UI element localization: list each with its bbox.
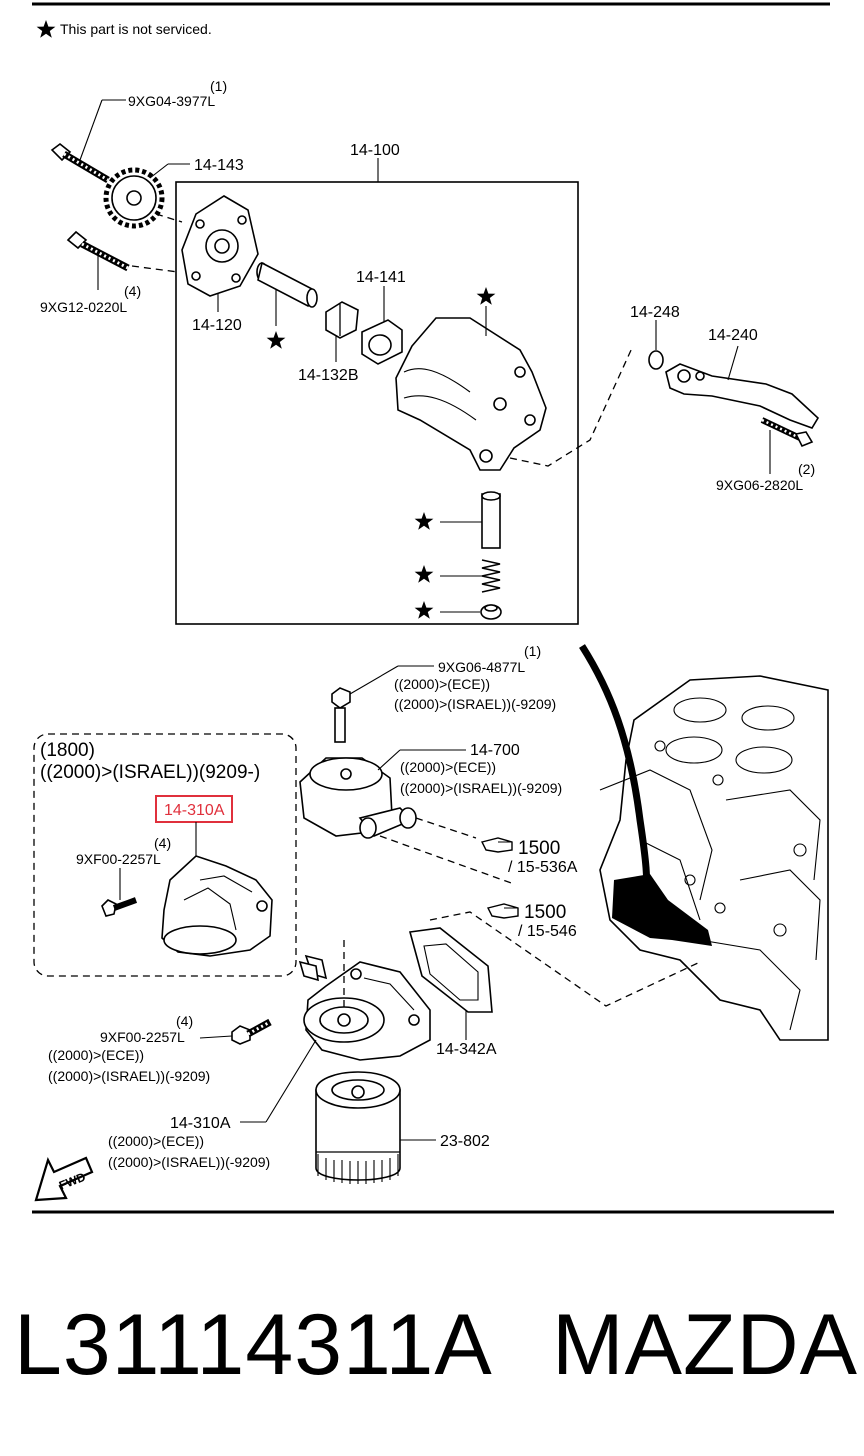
bracket-symbol	[298, 954, 328, 982]
inset-bolt-qty: (4)	[154, 835, 171, 851]
cooler-label: 14-700	[470, 742, 520, 759]
bolt-d-label: 9XG06-4877L	[438, 659, 525, 675]
ref2-sub: / 15-546	[518, 923, 577, 940]
ref2-label: 1500	[524, 902, 566, 923]
brand-name: MAZDA	[552, 1297, 858, 1393]
relief-plunger	[481, 491, 501, 549]
bolt-9xg12	[66, 230, 130, 272]
inset-part-label: 14-310A	[164, 802, 225, 819]
star-icon	[266, 331, 286, 349]
cover-label: 14-120	[192, 317, 242, 334]
rotor	[361, 319, 403, 365]
bolt-9xg04	[50, 142, 110, 184]
oil-filter	[315, 1071, 401, 1184]
pickup-label: 14-240	[708, 327, 758, 344]
footer: L31114311A MAZDA	[0, 1290, 864, 1400]
not-serviced-note: This part is not serviced.	[60, 21, 212, 37]
bolt-d-cond2: ((2000)>(ISRAEL))(-9209)	[394, 696, 556, 712]
body-label: 14-310A	[170, 1115, 231, 1132]
washer-label: 14-248	[630, 304, 680, 321]
bolt-d-cond1: ((2000)>(ECE))	[394, 676, 490, 692]
engine-block	[599, 675, 829, 1041]
oil-cooler	[299, 757, 417, 839]
relief-plug	[480, 604, 502, 620]
cooler-cond1: ((2000)>(ECE))	[400, 759, 496, 775]
body-cond2: ((2000)>(ISRAEL))(-9209)	[108, 1154, 270, 1170]
body-cond1: ((2000)>(ECE))	[108, 1133, 204, 1149]
inset-filter-body	[161, 855, 273, 957]
relief-spring	[481, 559, 501, 593]
sprocket-label: 14-143	[194, 157, 244, 174]
bolt-9xg06-2820	[760, 417, 814, 448]
rotor-label: 14-141	[356, 269, 406, 286]
pointing-hand-icon	[486, 903, 519, 919]
bolt-c-label: 9XG06-2820L	[716, 477, 803, 493]
washer	[648, 350, 664, 370]
bolt-e-cond1: ((2000)>(ECE))	[48, 1047, 144, 1063]
gasket	[408, 927, 493, 1013]
star-icon	[476, 287, 496, 305]
bolt-b-qty: (4)	[124, 283, 141, 299]
bolt-e-qty: (4)	[176, 1013, 193, 1029]
variant-inset-box	[33, 733, 297, 977]
bolt-9xf00-2257	[231, 1018, 272, 1045]
bolt-d-qty: (1)	[524, 643, 541, 659]
part-number: L31114311A	[14, 1297, 493, 1393]
filter-label: 23-802	[440, 1133, 490, 1150]
star-icon	[36, 20, 56, 38]
pump-assy-box	[175, 181, 579, 625]
oil-filter-body	[303, 961, 431, 1061]
ref1-label: 1500	[518, 838, 560, 859]
pointing-hand-icon	[480, 837, 513, 853]
bolt-9xg06-4877	[331, 687, 351, 743]
ref1-sub: / 15-536A	[508, 859, 578, 876]
drive-key	[325, 301, 359, 339]
pump-assy-label: 14-100	[350, 142, 400, 159]
bolt-c-qty: (2)	[798, 461, 815, 477]
bolt-a-label: 9XG04-3977L	[128, 93, 215, 109]
gasket-label: 14-342A	[436, 1041, 497, 1058]
pump-cover	[181, 195, 259, 297]
key-label: 14-132B	[298, 367, 359, 384]
bolt-a-qty: (1)	[210, 78, 227, 94]
inset-bolt	[101, 897, 138, 917]
cooler-cond2: ((2000)>(ISRAEL))(-9209)	[400, 780, 562, 796]
star-icon	[414, 512, 434, 530]
fwd-arrow-icon: FWD	[34, 1156, 94, 1202]
star-icon	[414, 601, 434, 619]
sprocket	[103, 167, 165, 229]
bolt-e-cond2: ((2000)>(ISRAEL))(-9209)	[48, 1068, 210, 1084]
star-icon	[414, 565, 434, 583]
dipstick-tube	[579, 644, 651, 901]
inset-bolt-label: 9XF00-2257L	[76, 851, 161, 867]
pump-shaft	[256, 261, 318, 308]
inset-title-1: (1800)	[40, 740, 95, 761]
oil-filter-mount	[612, 874, 712, 946]
pump-body	[395, 317, 547, 471]
bolt-e-label: 9XF00-2257L	[100, 1029, 185, 1045]
oil-strainer	[665, 363, 820, 429]
inset-title-2: ((2000)>(ISRAEL))(9209-)	[40, 762, 260, 783]
bolt-b-label: 9XG12-0220L	[40, 299, 127, 315]
highlight-box	[155, 795, 233, 823]
